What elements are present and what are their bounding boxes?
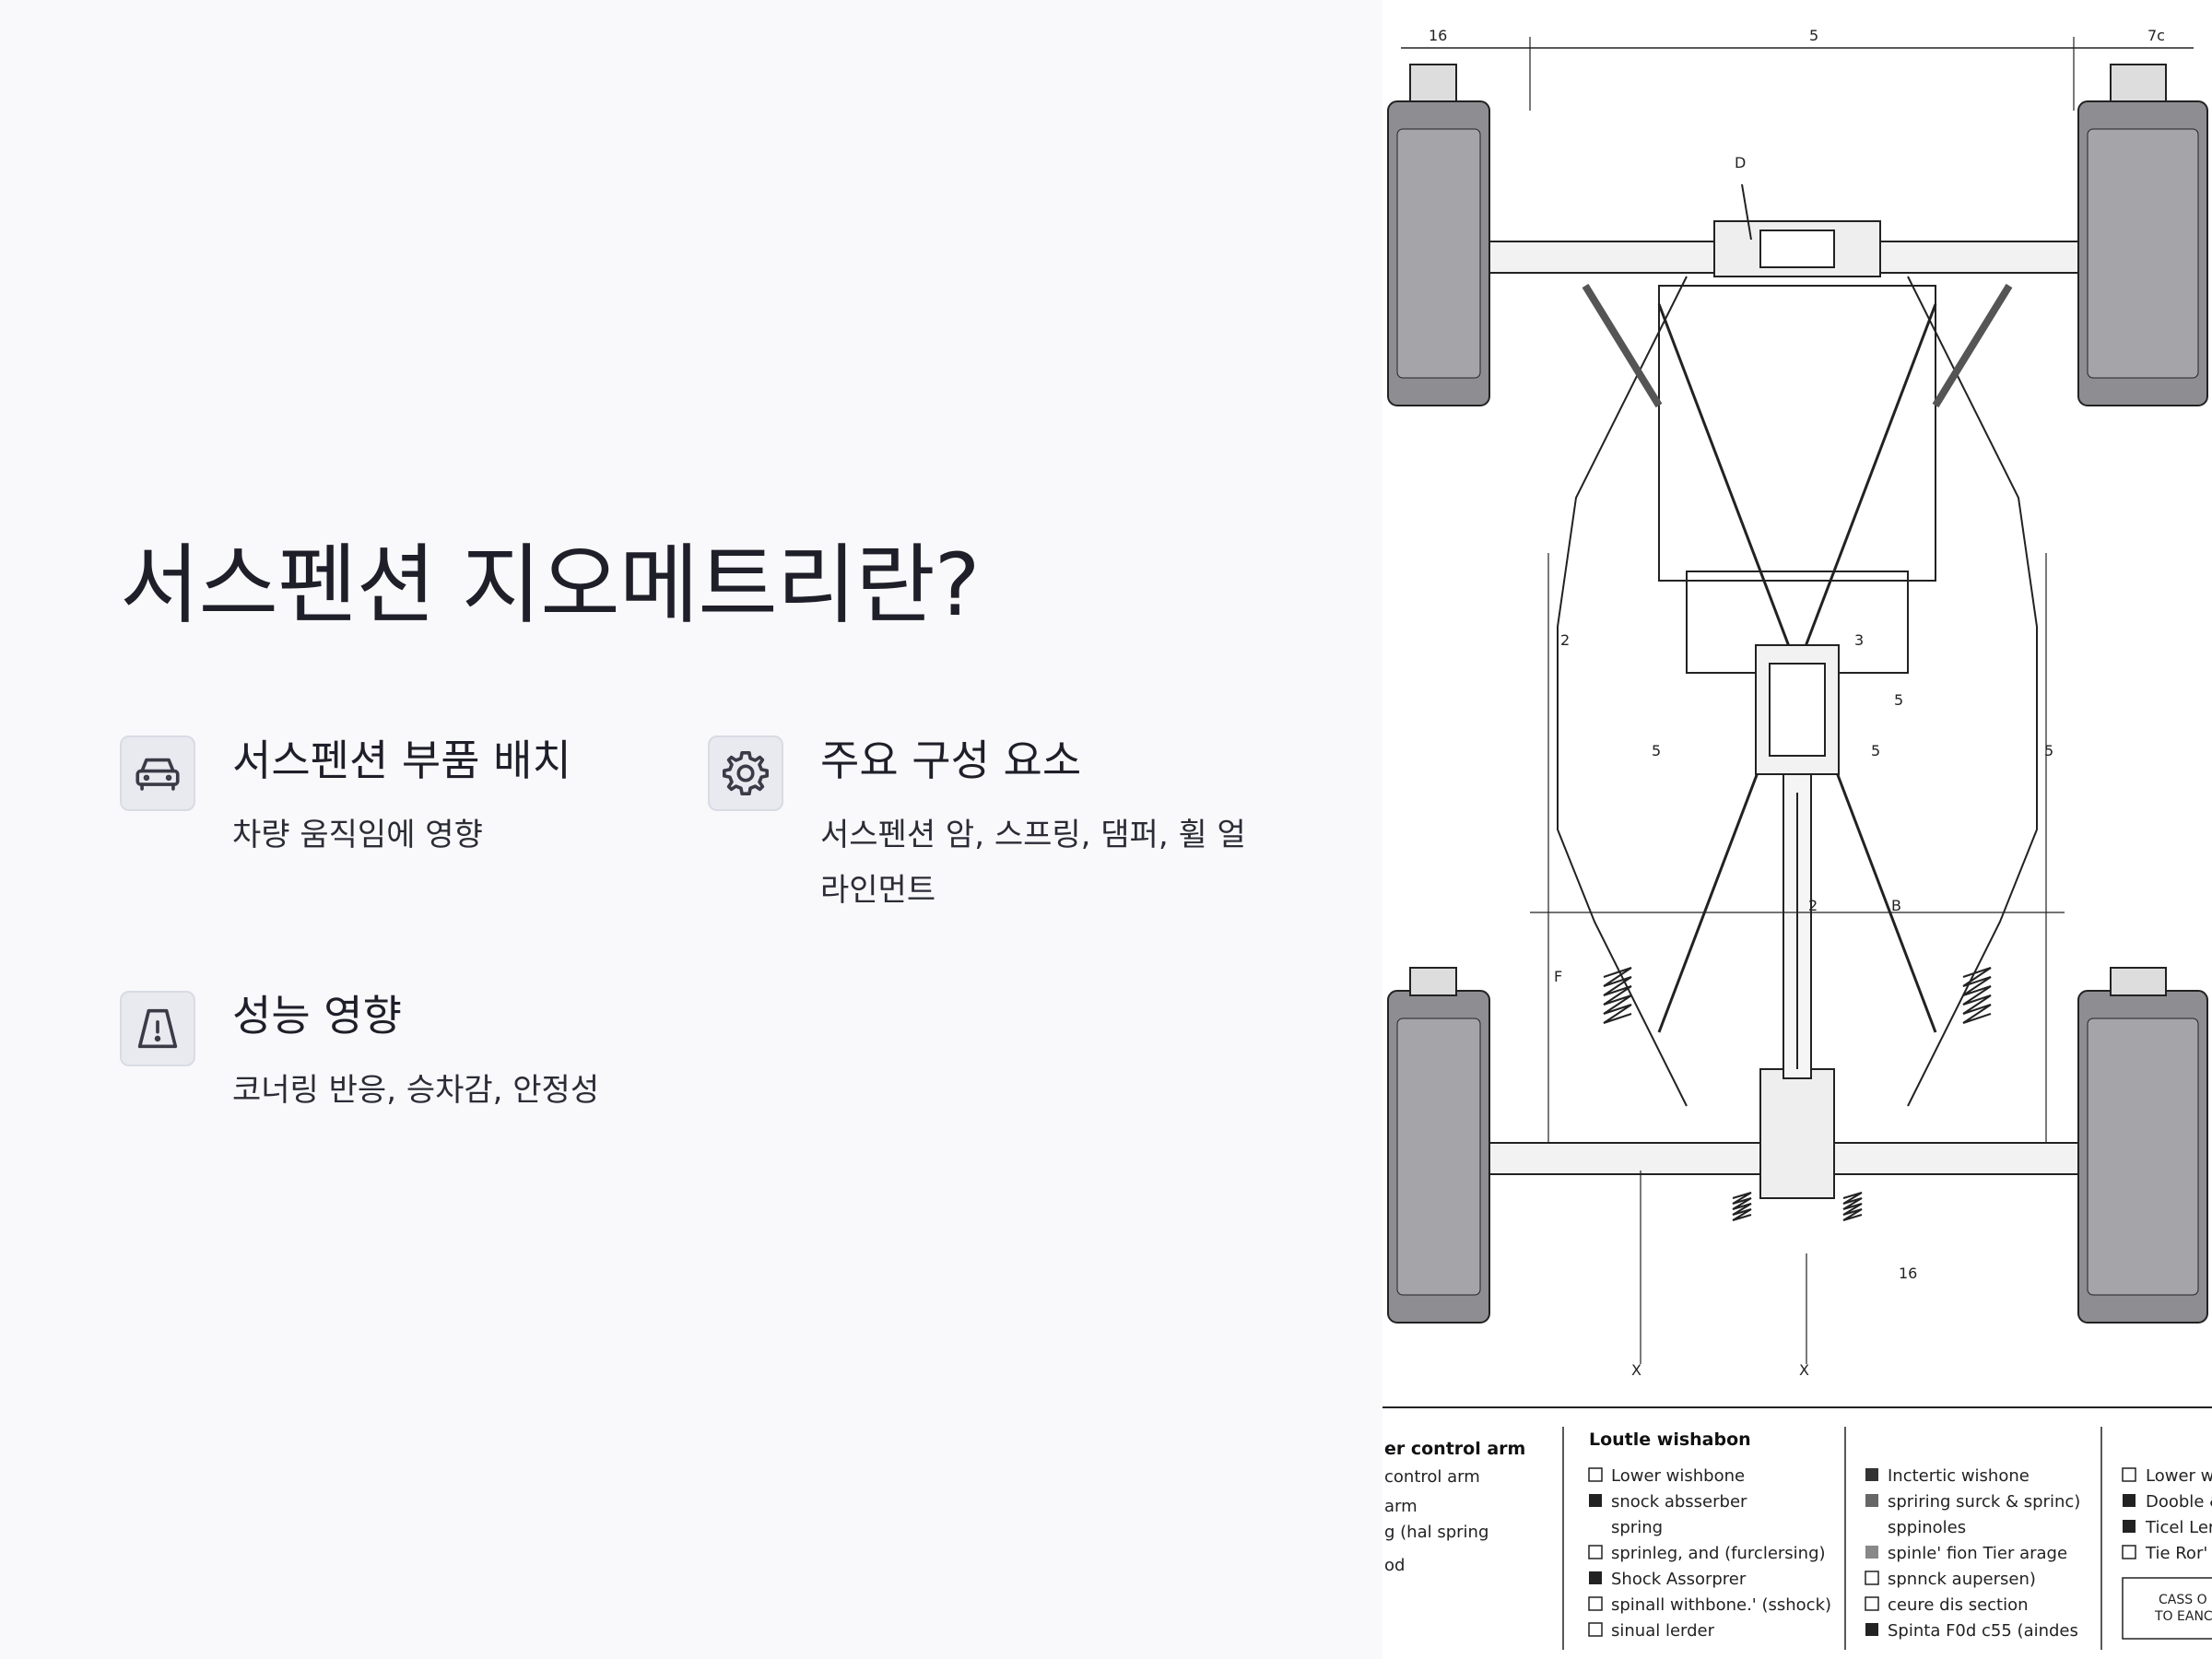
legend-column-2: Loutle wishabon Lower wishbone snock abs… [1588, 1430, 1831, 1641]
suspension-diagram-panel: 16 5 7c D 2 3 5 5 5 5 2 B F 16 X X er co… [1382, 0, 2212, 1659]
feature-card-layout: 서스펜션 부품 배치 차량 움직임에 영향 [120, 735, 636, 920]
svg-text:spnnck aupersen): spnnck aupersen) [1888, 1570, 2036, 1589]
dim-label: 5 [1871, 742, 1880, 759]
svg-text:spring: spring [1611, 1518, 1663, 1537]
dim-label: 5 [1652, 742, 1661, 759]
feature-card-components: 주요 구성 요소 서스펜션 암, 스프링, 댐퍼, 휠 얼 라인먼트 [708, 735, 1316, 920]
svg-text:spriring surck & sprinc): spriring surck & sprinc) [1888, 1492, 2080, 1512]
car-icon [120, 735, 195, 811]
dim-label: X [1799, 1361, 1809, 1379]
card-title: 주요 구성 요소 [820, 735, 1082, 785]
suspension-diagram: 16 5 7c D 2 3 5 5 5 5 2 B F 16 X X er co… [1382, 27, 2212, 1650]
legend-column-1: er control arm control arm arm g (hal sp… [1384, 1439, 1525, 1575]
card-description: 서스펜션 암, 스프링, 댐퍼, 휠 얼 라인먼트 [820, 817, 1246, 909]
svg-text:od: od [1384, 1556, 1405, 1575]
svg-text:Ticel Ler: Ticel Ler [2145, 1518, 2212, 1537]
page-title: 서스펜션 지오메트리란? [120, 535, 981, 636]
dim-label: 5 [1894, 691, 1903, 709]
svg-text:sppinoles: sppinoles [1888, 1518, 1966, 1537]
svg-text:sprinleg, and (furclersing): sprinleg, and (furclersing) [1611, 1544, 1826, 1563]
svg-text:er control arm: er control arm [1384, 1439, 1525, 1459]
svg-text:sinual lerder: sinual lerder [1611, 1621, 1715, 1641]
svg-text:Lower w: Lower w [2146, 1466, 2212, 1486]
card-title: 서스펜션 부품 배치 [232, 735, 571, 785]
card-description: 코너링 반응, 승차감, 안정성 [232, 1072, 600, 1109]
svg-text:ceure dis section: ceure dis section [1888, 1595, 2029, 1615]
dim-label: F [1554, 968, 1562, 985]
svg-text:g (hal spring: g (hal spring [1384, 1523, 1488, 1542]
legend-column-3: Inctertic wishone spriring surck & sprin… [1865, 1466, 2080, 1641]
dim-label: 3 [1854, 631, 1864, 649]
svg-text:Spinta F0d c55 (aindes: Spinta F0d c55 (aindes [1888, 1621, 2078, 1641]
feature-card-performance: 성능 영향 코너링 반응, 승차감, 안정성 [120, 991, 691, 1175]
card-description: 차량 움직임에 영향 [232, 817, 483, 853]
content-panel: 서스펜션 지오메트리란? 서스펜션 부품 배치 차량 움직임에 영향 주요 구성… [120, 535, 1316, 1175]
svg-text:Lower wishbone: Lower wishbone [1611, 1466, 1745, 1486]
dim-label: 2 [1808, 897, 1818, 914]
dim-label: 5 [1809, 27, 1818, 44]
svg-text:Tie Ror': Tie Ror' [2145, 1544, 2207, 1563]
dim-label: 2 [1560, 631, 1570, 649]
dim-label: 5 [2044, 742, 2053, 759]
gear-icon [708, 735, 783, 811]
svg-text:Loutle wishabon: Loutle wishabon [1589, 1430, 1751, 1450]
dim-label: D [1735, 154, 1746, 171]
dim-label: 7c [2147, 27, 2165, 44]
svg-text:CASS O: CASS O [2159, 1593, 2207, 1607]
dim-label: 16 [1899, 1265, 1917, 1282]
dim-label: X [1631, 1361, 1641, 1379]
road-warning-icon [120, 991, 195, 1066]
dim-label: B [1891, 897, 1901, 914]
legend-column-4: Lower w Dooble & Ticel Ler Tie Ror' CASS… [2122, 1466, 2212, 1640]
svg-text:arm: arm [1384, 1497, 1418, 1516]
card-title: 성능 영향 [232, 991, 402, 1041]
svg-text:Dooble &: Dooble & [2146, 1492, 2212, 1512]
svg-text:control arm: control arm [1384, 1467, 1480, 1487]
svg-text:snock absserber: snock absserber [1611, 1492, 1747, 1512]
svg-text:Inctertic wishone: Inctertic wishone [1888, 1466, 2030, 1486]
dim-label: 16 [1429, 27, 1447, 44]
svg-text:Shock Assorprer: Shock Assorprer [1611, 1570, 1747, 1589]
svg-text:TO EANC: TO EANC [2154, 1609, 2212, 1624]
svg-text:spinall withbone.' (sshock): spinall withbone.' (sshock) [1611, 1595, 1831, 1615]
svg-text:spinle' fion Tier arage: spinle' fion Tier arage [1888, 1544, 2067, 1563]
